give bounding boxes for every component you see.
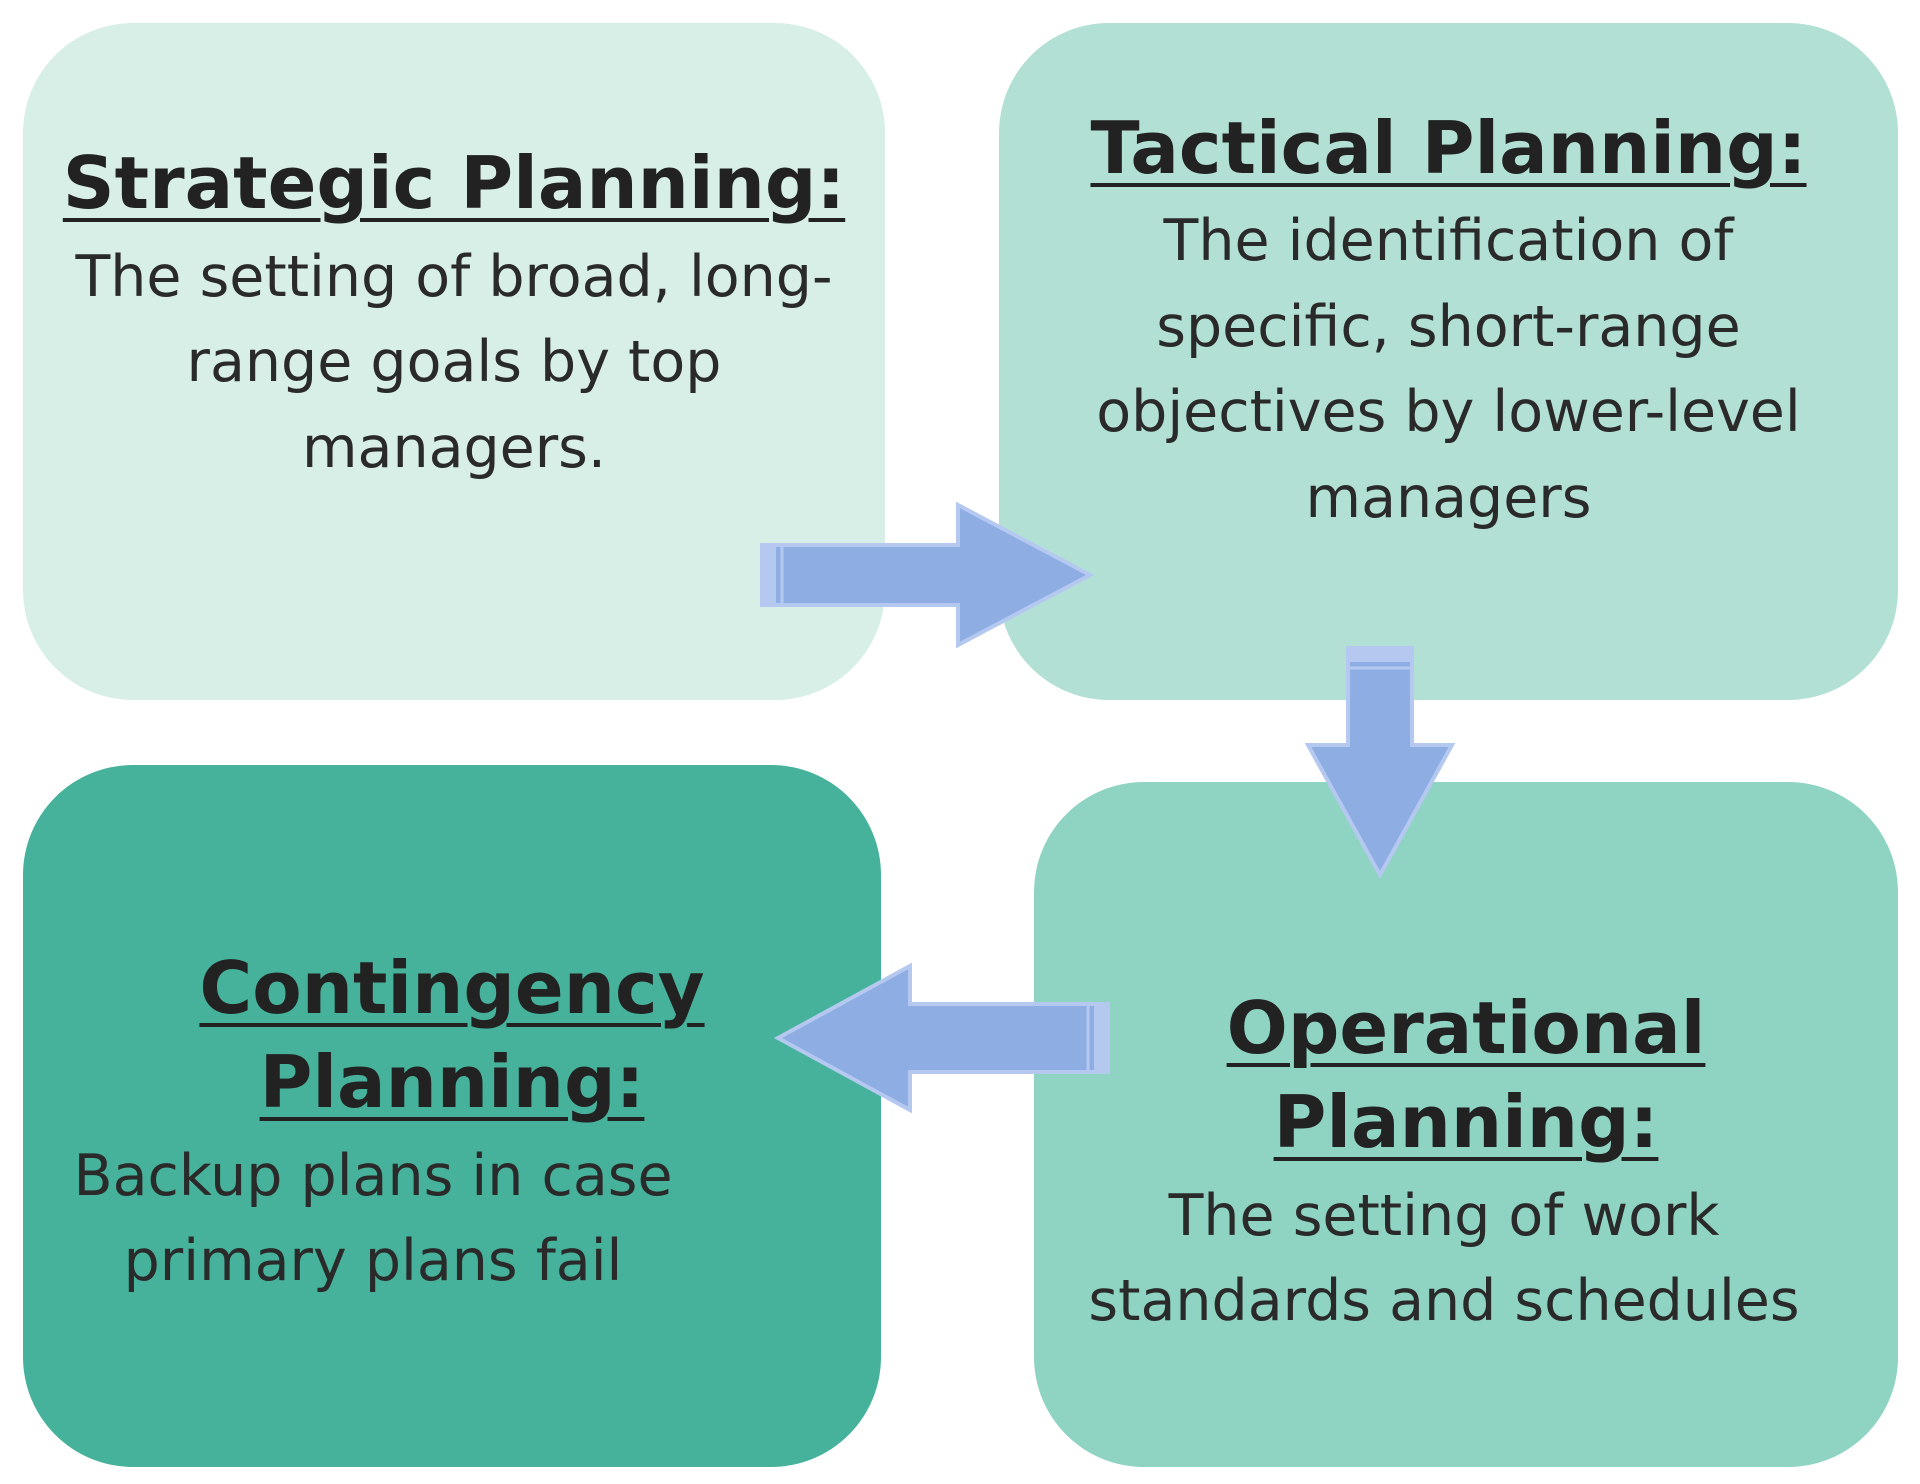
contingency-planning-box: Contingency Planning: Backup plans in ca… <box>23 765 881 1467</box>
operational-planning-content: Operational Planning: The setting of wor… <box>1064 982 1868 1344</box>
contingency-planning-content: Contingency Planning: Backup plans in ca… <box>53 942 851 1304</box>
strategic-planning-title: Strategic Planning: <box>62 140 846 225</box>
strategic-planning-content: Strategic Planning: The setting of broad… <box>44 137 864 491</box>
strategic-planning-description: The setting of broad, long-range goals b… <box>75 243 833 481</box>
tactical-planning-box: Tactical Planning: The identification of… <box>999 23 1898 700</box>
strategic-planning-box: Strategic Planning: The setting of broad… <box>23 23 885 700</box>
tactical-planning-description: The identification of specific, short-ra… <box>1096 208 1801 531</box>
contingency-planning-title: Contingency Planning: <box>199 946 705 1124</box>
operational-planning-description: The setting of work standards and schedu… <box>1088 1182 1800 1335</box>
tactical-planning-title: Tactical Planning: <box>1090 105 1807 190</box>
operational-planning-title: Operational Planning: <box>1226 986 1706 1164</box>
contingency-planning-description: Backup plans in case primary plans fail <box>73 1142 673 1295</box>
tactical-planning-content: Tactical Planning: The identification of… <box>1069 102 1829 542</box>
operational-planning-box: Operational Planning: The setting of wor… <box>1034 782 1898 1467</box>
